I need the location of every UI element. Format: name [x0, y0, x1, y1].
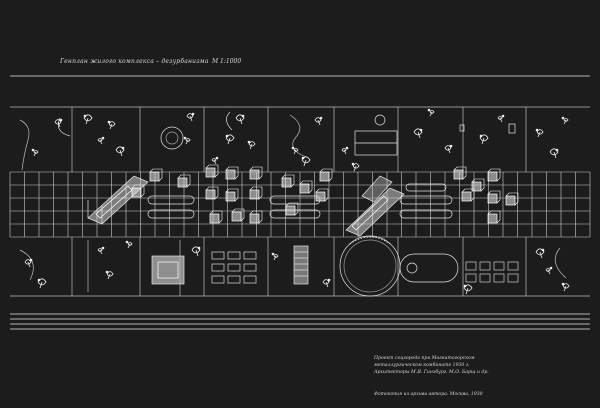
explication-line: металлургическом комбинате 1930 г.	[374, 363, 470, 368]
dwelling-units	[131, 164, 519, 224]
explication-line: Архитекторы М.Я. Гинзбург, М.О. Барщ и д…	[374, 370, 489, 375]
tower-block	[293, 245, 309, 285]
trees	[24, 108, 570, 295]
explication-line: Проект соцгорода при Магнитогорском	[374, 356, 475, 361]
bottom-road-lines	[10, 313, 590, 330]
housing-slab-center	[361, 175, 393, 203]
bottom-blocks-details	[19, 235, 567, 297]
block-dividers	[10, 106, 590, 297]
stadium	[339, 235, 401, 297]
drawing-explication: Проект соцгорода при Магнитогорском мета…	[374, 355, 489, 376]
drawing-title: Генплан жилого комплекса – дезурбанизма	[60, 58, 209, 65]
housing-slab-right	[345, 187, 405, 237]
top-blocks-details	[19, 111, 516, 171]
archive-stamp: Фотокопия из архива автора. Москва, 1930	[374, 392, 483, 397]
sports-tracks	[147, 183, 453, 219]
central-grid-strip	[9, 171, 591, 238]
drawing-scale: М 1:1000	[212, 58, 242, 65]
